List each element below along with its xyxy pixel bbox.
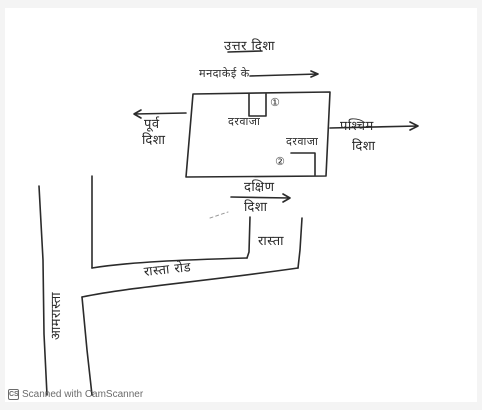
lane-left-edge <box>246 216 251 259</box>
west-label-line1: पश्चिम <box>340 119 374 134</box>
plot-outline <box>185 91 331 178</box>
top-door-label: दरवाजा <box>228 115 261 128</box>
north-neighbor-label: मनदाकेई के <box>199 67 250 80</box>
main-road-right-edge <box>81 296 93 396</box>
east-label-line1: पूर्व <box>144 117 160 132</box>
east-arrow <box>133 109 187 119</box>
west-label-line2: दिशा <box>352 139 376 154</box>
neighbor-arrow <box>249 70 319 78</box>
side-door-label: दरवाजा <box>286 135 319 148</box>
lane-right-edge <box>297 217 303 269</box>
camscanner-logo-icon: CS <box>8 389 19 400</box>
north-arrow <box>227 50 263 53</box>
main-road-left-edge <box>38 185 48 396</box>
top-door-box <box>248 93 267 117</box>
door-marker-1: ① <box>270 96 281 109</box>
south-label-line2: दिशा <box>244 200 268 215</box>
south-label-line1: दक्षिण <box>244 180 275 195</box>
main-road-label: आमरास्ता <box>49 291 64 340</box>
faint-stroke <box>209 211 229 219</box>
camscanner-watermark: CS Scanned with CamScanner <box>8 389 143 400</box>
side-door-box <box>290 152 316 176</box>
paper-sheet <box>5 8 477 402</box>
road-bottom-edge <box>81 267 299 298</box>
road-top-edge <box>91 257 248 269</box>
lane-label: रास्ता <box>258 234 285 249</box>
east-label-line2: दिशा <box>142 133 166 148</box>
north-label: उत्तर दिशा <box>224 39 276 54</box>
south-arrow <box>230 193 291 203</box>
west-arrow <box>329 121 419 131</box>
watermark-text: Scanned with CamScanner <box>22 389 144 400</box>
door-marker-2: ② <box>275 155 286 168</box>
